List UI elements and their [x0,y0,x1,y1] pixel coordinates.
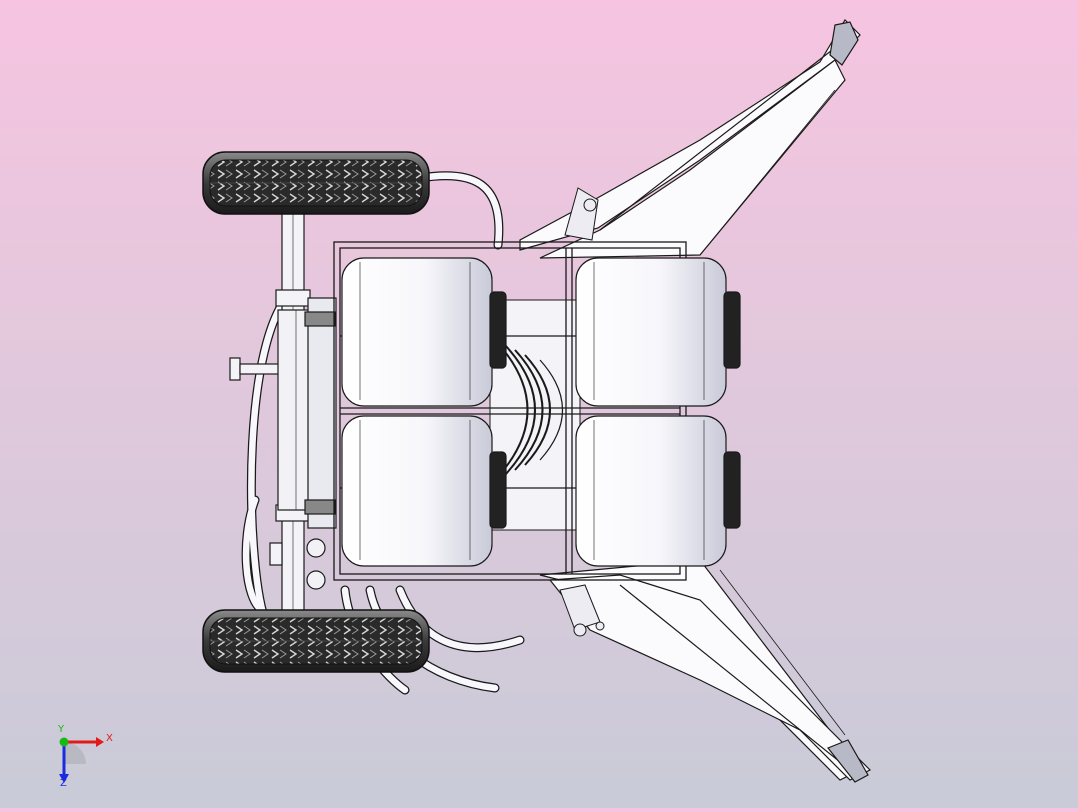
hopper-body[interactable] [519,19,872,783]
hopper-brackets [559,187,605,637]
triad-quadrant [64,742,86,764]
x-axis-label: X [106,733,113,744]
tire-top[interactable] [202,151,430,215]
tank-top-right[interactable] [575,257,741,407]
x-axis-arrowhead [96,737,104,747]
tank-top-left[interactable] [341,257,507,407]
orientation-triad[interactable]: X Y Z [48,724,118,789]
tank-bottom-right[interactable] [575,415,741,567]
z-axis-arrowhead [59,774,69,783]
z-axis-label: Z [60,778,67,789]
tank-bottom-left[interactable] [341,415,507,567]
y-axis-dot [59,737,69,747]
tire-bottom[interactable] [202,609,430,673]
y-axis-label: Y [58,724,65,735]
triad-axes [59,737,104,783]
drawbar-frame[interactable] [277,297,337,590]
